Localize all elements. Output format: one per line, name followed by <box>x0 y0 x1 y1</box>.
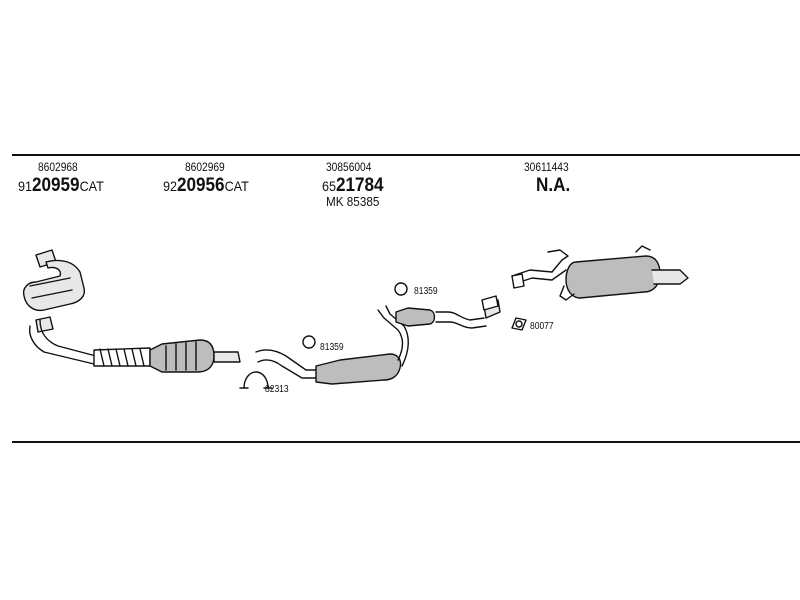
top-divider <box>12 154 800 156</box>
part-code-2-prefix: 92 <box>163 178 178 194</box>
ref-number-3: 30856004 <box>326 160 372 174</box>
catalytic-converter-pipe <box>93 339 241 373</box>
middle-silencer <box>394 282 501 329</box>
part-code-1-prefix: 91 <box>18 178 33 194</box>
clamp-82313-label: 82313 <box>265 384 289 395</box>
part-code-3: 6521784 <box>322 176 384 195</box>
part-code-2: 9220956CAT <box>163 176 249 195</box>
ref-number-2: 8602969 <box>185 160 225 174</box>
part-code-2-main: 20956 <box>177 175 225 196</box>
part-code-1-main: 20959 <box>32 175 80 196</box>
intermediate-pipe <box>255 335 317 379</box>
rear-silencer <box>511 245 689 301</box>
part-code-3-main: 21784 <box>336 175 384 196</box>
ring-80077-label: 80077 <box>530 321 554 332</box>
ref-number-4: 30611443 <box>524 160 569 174</box>
part-code-2-suffix: CAT <box>224 178 249 194</box>
clamp-81359-label-a: 81359 <box>414 286 438 297</box>
bottom-divider <box>12 441 800 443</box>
part-code-4-main: N.A. <box>536 175 571 196</box>
clamp-81359-label-b: 81359 <box>320 342 344 353</box>
rubber-ring-80077 <box>511 317 527 331</box>
part-code-3-prefix: 65 <box>322 178 337 194</box>
centre-muffler <box>315 305 409 385</box>
part-code-4: N.A. <box>536 176 570 195</box>
front-manifold-catalyst <box>22 249 97 365</box>
part-code-1-suffix: CAT <box>79 178 104 194</box>
clamp-82313 <box>239 371 273 389</box>
part-code-1: 9120959CAT <box>18 176 104 195</box>
part-code-3-extra: MK 85385 <box>326 194 380 209</box>
ref-number-1: 8602968 <box>38 160 78 174</box>
